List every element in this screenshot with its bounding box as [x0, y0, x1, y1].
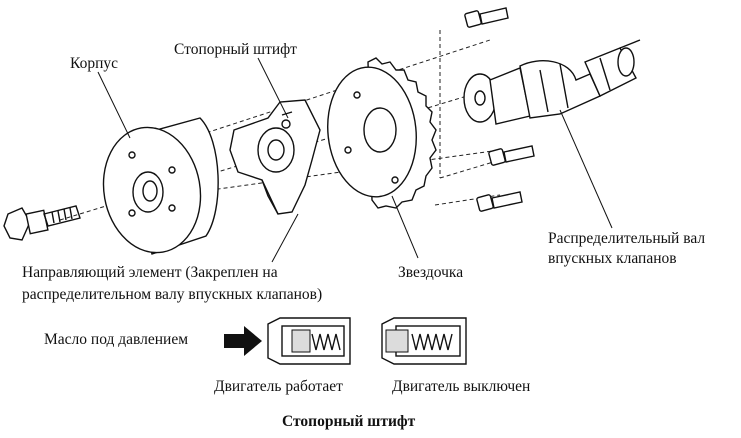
small-bolt-top — [464, 7, 509, 28]
label-guide-line1: Направляющий элемент (Закреплен на — [22, 264, 278, 281]
lock-pin-engine-running — [224, 317, 351, 365]
label-sprocket: Звездочка — [398, 264, 464, 281]
vane-rotor — [229, 99, 321, 215]
label-guide-line2: распределительном валу впускных клапанов… — [22, 286, 323, 303]
label-oil-pressure: Масло под давлением — [44, 331, 189, 348]
sprocket — [327, 57, 437, 209]
label-housing: Корпус — [70, 55, 118, 72]
label-camshaft-line1: Распределительный вал — [548, 230, 706, 247]
figure-caption: Стопорный штифт — [282, 413, 416, 430]
bolt-left — [3, 205, 81, 241]
label-camshaft-line2: впускных клапанов — [548, 250, 677, 267]
pressure-arrow-icon — [224, 326, 262, 356]
small-bolt-bottom — [476, 191, 523, 212]
leader-lines — [97, 57, 613, 263]
label-lock-pin: Стопорный штифт — [174, 41, 297, 58]
intake-camshaft — [463, 39, 641, 125]
label-engine-running: Двигатель работает — [214, 378, 343, 395]
housing-drum — [102, 117, 219, 255]
label-engine-off: Двигатель выключен — [392, 378, 531, 395]
lock-pin-engine-off — [381, 317, 467, 365]
small-bolt-middle — [488, 145, 535, 166]
